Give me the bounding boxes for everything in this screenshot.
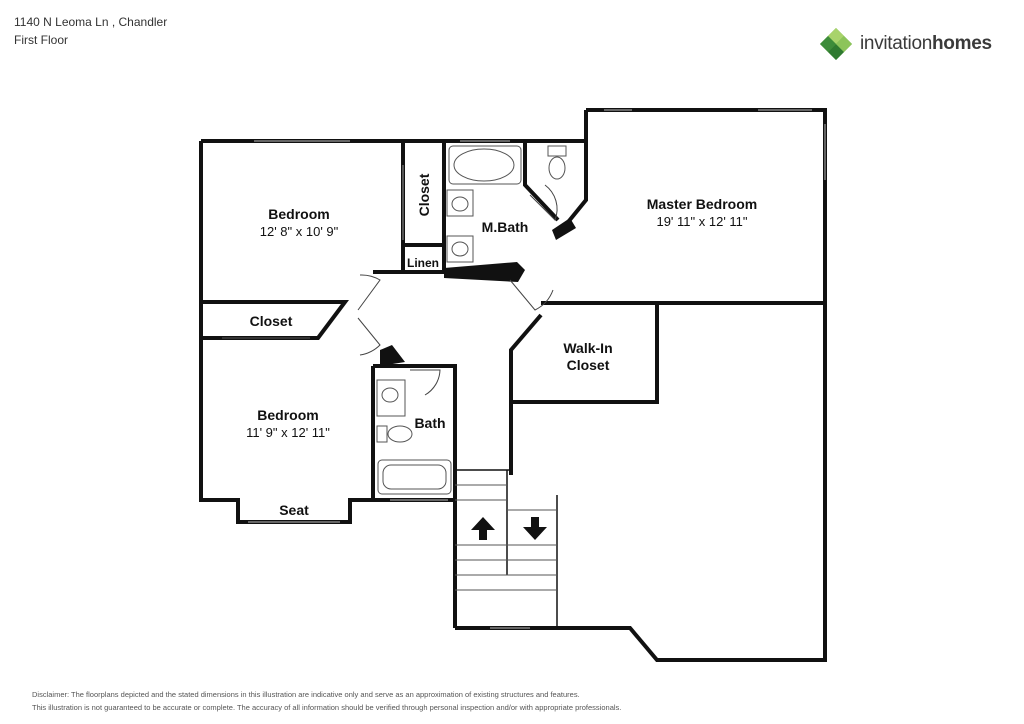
disclaimer-line-1: Disclaimer: The floorplans depicted and … — [32, 690, 580, 699]
property-address: 1140 N Leoma Ln , Chandler — [14, 15, 168, 29]
wall-outer-left — [199, 141, 373, 524]
stairs-up-arrow-icon — [471, 517, 495, 540]
bath-label: Bath — [414, 415, 445, 431]
walk-in-closet-label-1: Walk-In — [563, 340, 612, 356]
closet-upper-label: Closet — [416, 173, 432, 216]
room-labels: Bedroom 12' 8" x 10' 9" Bedroom 11' 9" x… — [246, 173, 757, 518]
closet-left-label: Closet — [250, 313, 293, 329]
master-bath-label: M.Bath — [482, 219, 529, 235]
linen-label: Linen — [407, 256, 439, 270]
stairs-down-arrow-icon — [523, 517, 547, 540]
bedroom-1-dims: 12' 8" x 10' 9" — [260, 224, 339, 239]
floor-label: First Floor — [14, 33, 68, 47]
bedroom-2-dims: 11' 9" x 12' 11" — [246, 425, 330, 440]
bedroom-1-name: Bedroom — [268, 206, 329, 222]
master-bedroom-dims: 19' 11" x 12' 11" — [656, 214, 747, 229]
bedroom-2-name: Bedroom — [257, 407, 318, 423]
brand-name: invitationhomes — [860, 33, 992, 54]
seat-label: Seat — [279, 502, 309, 518]
disclaimer-line-2: This illustration is not guaranteed to b… — [32, 703, 622, 712]
master-bedroom-name: Master Bedroom — [647, 196, 757, 212]
leaf-logo-icon — [820, 28, 852, 60]
walk-in-closet-label-2: Closet — [567, 357, 610, 373]
brand-logo: invitationhomes — [818, 26, 1008, 66]
